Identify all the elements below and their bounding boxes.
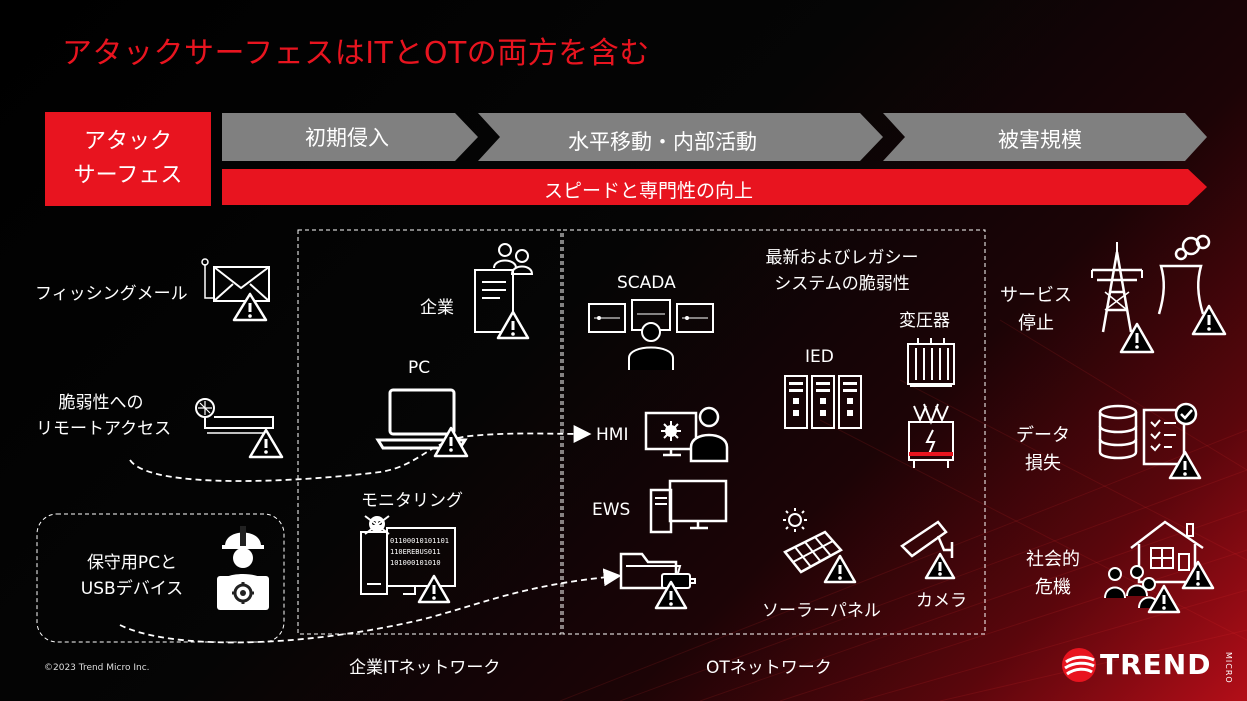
speed-bar-arrow <box>222 169 1207 205</box>
maintenance-box <box>36 513 285 643</box>
monitoring-workstation-icon <box>360 515 456 604</box>
camera-label: カメラ <box>916 591 967 611</box>
it-network-box <box>297 229 562 635</box>
trend-micro-logo-icon <box>1062 648 1096 682</box>
corporate-label: 企業 <box>420 298 454 318</box>
monitoring-binary-text: 01100010101101 110EREBUS011 101000101010 <box>390 537 450 567</box>
attack-path-upper <box>129 424 592 482</box>
hmi-label: HMI <box>596 425 629 445</box>
solar-panel-label: ソーラーパネル <box>762 601 881 621</box>
ews-workstation-icon <box>649 479 728 534</box>
ews-label: EWS <box>592 500 631 520</box>
camera-icon <box>900 520 956 580</box>
corporate-server-icon <box>474 243 534 340</box>
micro-logo-text: MICRO <box>1224 652 1233 684</box>
phase-impact-label: 被害規模 <box>998 128 1082 152</box>
phishing-mail-icon <box>201 258 270 322</box>
service-outage-label: サービス 停止 <box>1000 285 1072 334</box>
ied-device-icon <box>784 375 862 429</box>
attack-surface-box: アタック サーフェス <box>45 112 211 206</box>
it-network-label: 企業ITネットワーク <box>349 658 501 678</box>
phase-arrow-lateral <box>478 113 883 161</box>
speed-bar-label: スピードと専門性の向上 <box>544 180 754 202</box>
ied-label: IED <box>805 347 834 367</box>
phishing-label: フィッシングメール <box>35 284 188 304</box>
phase-arrow-impact <box>883 113 1207 161</box>
phase-initial-label: 初期侵入 <box>305 126 389 150</box>
solar-panel-icon <box>783 508 857 584</box>
ot-network-box <box>562 229 986 635</box>
pc-label: PC <box>408 358 431 378</box>
trend-logo-text: TREND <box>1100 648 1212 681</box>
usb-folder-icon <box>619 552 696 610</box>
remote-access-label: 脆弱性への リモートアクセス <box>36 393 172 439</box>
transformer-label: 変圧器 <box>899 311 950 331</box>
legacy-systems-label: 最新およびレガシー システムの脆弱性 <box>765 248 919 294</box>
social-crisis-icon <box>1104 520 1215 614</box>
phase-arrow-initial <box>222 113 478 161</box>
attack-path-lower <box>119 568 622 644</box>
social-crisis-label: 社会的 危機 <box>1026 549 1080 598</box>
remote-access-icon <box>195 398 284 459</box>
page-title: アタックサーフェスはITとOTの両方を含む <box>62 36 650 71</box>
data-loss-icon <box>1098 402 1202 480</box>
laptop-icon <box>375 388 469 458</box>
hmi-operator-icon <box>644 406 729 463</box>
copyright-text: ©2023 Trend Micro Inc. <box>44 663 150 673</box>
scada-label: SCADA <box>617 273 676 293</box>
monitoring-label: モニタリング <box>361 491 463 511</box>
attack-surface-line1: アタック <box>83 129 172 154</box>
power-plant-icon <box>1091 234 1227 354</box>
phase-lateral-label: 水平移動・内部活動 <box>568 130 757 154</box>
attack-surface-line2: サーフェス <box>73 163 183 188</box>
scada-operator-icon <box>588 299 714 370</box>
maintenance-worker-icon <box>217 526 269 610</box>
maintenance-label: 保守用PCと USBデバイス <box>80 553 184 599</box>
transformer-icon <box>907 338 955 468</box>
ot-network-label: OTネットワーク <box>706 658 832 678</box>
data-loss-label: データ 損失 <box>1016 425 1070 474</box>
